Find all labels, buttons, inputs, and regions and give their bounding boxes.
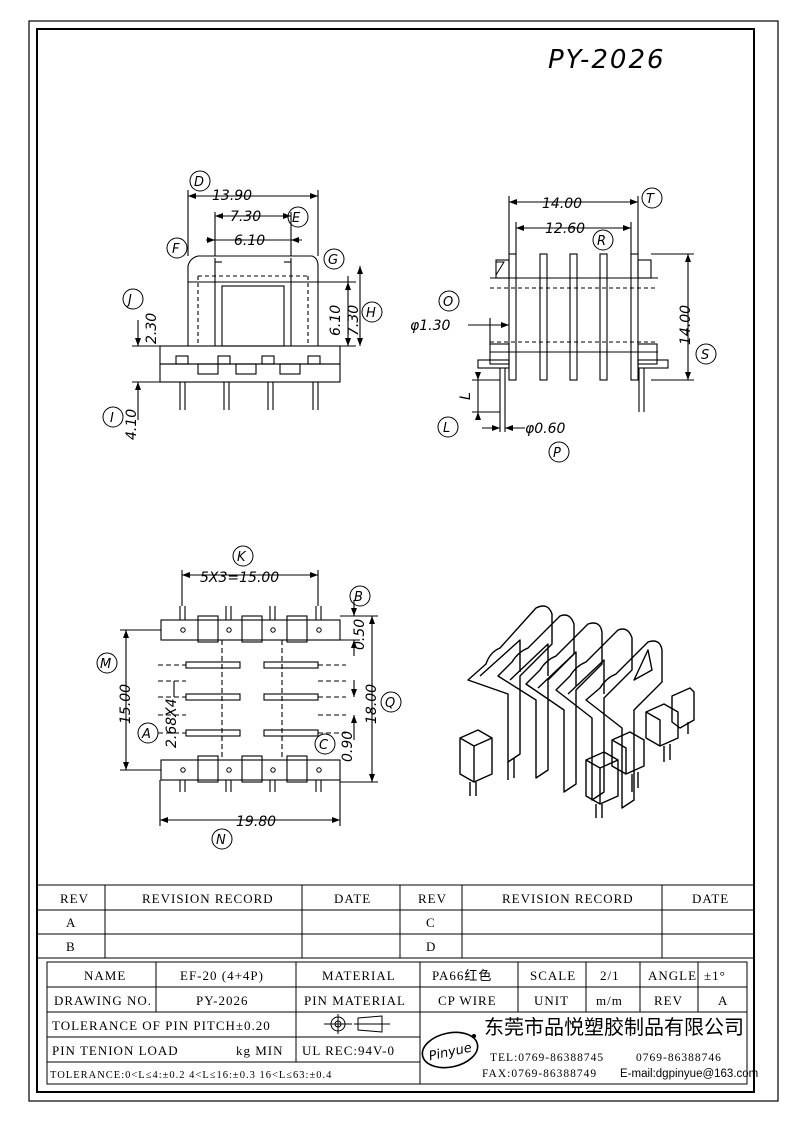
svg-text:I: I bbox=[110, 411, 114, 426]
front-view bbox=[132, 190, 361, 420]
svg-text:F: F bbox=[172, 242, 180, 257]
svg-text:G: G bbox=[328, 253, 338, 268]
dim-6-10-right: 6.10 bbox=[328, 305, 344, 336]
tolerance-pin-pitch: TOLERANCE OF PIN PITCH±0.20 bbox=[52, 1018, 271, 1033]
date-header-right: DATE bbox=[692, 891, 729, 906]
drawing-no-label: DRAWING NO. bbox=[54, 993, 152, 1008]
revision-table-text: REV REVISION RECORD DATE REV REVISION RE… bbox=[60, 891, 729, 954]
angle-label: ANGLE bbox=[648, 968, 697, 983]
material-value: PA66红色 bbox=[432, 968, 492, 983]
side-callouts: T R O S L P bbox=[437, 187, 717, 463]
svg-text:M: M bbox=[100, 657, 111, 672]
dim-19-80: 19.80 bbox=[236, 814, 276, 830]
dim-0-50: 0.50 bbox=[352, 619, 368, 650]
dim-2-30: 2.30 bbox=[144, 313, 160, 344]
dim-18-00: 18.00 bbox=[364, 684, 380, 724]
pin-material-label: PIN MATERIAL bbox=[304, 993, 406, 1008]
unit-value: m/m bbox=[596, 993, 623, 1008]
dim-13-90: 13.90 bbox=[212, 188, 252, 204]
dim-14-00-vertical: 14.00 bbox=[678, 305, 694, 345]
dim-6-10: 6.10 bbox=[234, 233, 265, 249]
company-tel-2: 0769-86388746 bbox=[636, 1052, 722, 1064]
dim-12-60: 12.60 bbox=[545, 221, 585, 237]
side-view-arrows bbox=[475, 199, 691, 431]
date-header-left: DATE bbox=[334, 891, 371, 906]
title-block bbox=[46, 961, 748, 1085]
bottom-view-arrows bbox=[123, 572, 375, 823]
name-label: NAME bbox=[84, 968, 126, 983]
scale-label: SCALE bbox=[530, 968, 576, 983]
svg-text:P: P bbox=[553, 446, 561, 461]
svg-text:C: C bbox=[319, 738, 329, 753]
scale-value: 2/1 bbox=[600, 968, 620, 983]
dim-14-00: 14.00 bbox=[542, 196, 582, 212]
company-fax: FAX:0769-86388749 bbox=[482, 1068, 597, 1080]
dim-l: L bbox=[458, 392, 474, 400]
svg-text:O: O bbox=[443, 295, 453, 310]
bottom-view-holes bbox=[180, 627, 322, 773]
inner-border bbox=[36, 28, 755, 1093]
svg-text:L: L bbox=[443, 421, 450, 436]
tolerance-general: TOLERANCE:0<L≤4:±0.2 4<L≤16:±0.3 16<L≤63… bbox=[50, 1070, 332, 1081]
dim-hole-1-30: φ1.30 bbox=[410, 318, 451, 334]
svg-text:Q: Q bbox=[385, 696, 395, 711]
svg-text:E: E bbox=[292, 211, 301, 226]
isometric-view bbox=[459, 605, 695, 818]
rev-header-left: REV bbox=[60, 891, 89, 906]
outer-border bbox=[28, 20, 779, 1102]
dim-pitch: 5X3=15.00 bbox=[200, 570, 279, 586]
svg-text:N: N bbox=[216, 833, 226, 848]
rev-d: D bbox=[426, 939, 436, 954]
svg-text:R: R bbox=[597, 234, 606, 249]
rev-header-right: REV bbox=[418, 891, 447, 906]
revision-table bbox=[37, 884, 754, 959]
unit-label: UNIT bbox=[534, 993, 569, 1008]
rev-c: C bbox=[426, 915, 436, 930]
front-view-arrows bbox=[135, 193, 363, 390]
dim-15-00: 15.00 bbox=[118, 684, 134, 724]
drawing-no-value: PY-2026 bbox=[196, 993, 249, 1008]
projection-symbol-icon bbox=[324, 1014, 390, 1034]
svg-text:T: T bbox=[646, 192, 655, 207]
bottom-view bbox=[120, 570, 378, 826]
company-email: E-mail:dgpinyue@163.com bbox=[620, 1068, 758, 1080]
svg-text:H: H bbox=[366, 306, 376, 321]
title-block-text: NAME EF-20 (4+4P) MATERIAL PA66红色 SCALE … bbox=[50, 968, 758, 1081]
logo-text: Pinyue bbox=[427, 1041, 473, 1065]
pin1-marker bbox=[495, 261, 505, 277]
company-logo: Pinyue bbox=[421, 1031, 479, 1069]
company-name: 东莞市品悦塑胶制品有限公司 bbox=[484, 1015, 744, 1039]
rev-label: REV bbox=[654, 993, 683, 1008]
material-label: MATERIAL bbox=[322, 968, 396, 983]
rev-b: B bbox=[66, 939, 76, 954]
bottom-callouts: K B M Q A C N bbox=[96, 545, 402, 850]
pin-tension-label: PIN TENION LOAD bbox=[52, 1043, 179, 1058]
angle-value: ±1° bbox=[704, 968, 726, 983]
svg-text:S: S bbox=[701, 348, 709, 363]
pin-tension-unit: kg MIN bbox=[236, 1043, 284, 1058]
dim-2-68x4: 2.68X4 bbox=[164, 698, 180, 748]
svg-text:D: D bbox=[194, 175, 204, 190]
front-callouts: D E F G J H I bbox=[102, 170, 383, 428]
revision-record-header-left: REVISION RECORD bbox=[142, 891, 274, 906]
dim-7-30: 7.30 bbox=[230, 209, 261, 225]
rev-value: A bbox=[718, 993, 728, 1008]
svg-text:K: K bbox=[237, 550, 247, 565]
dim-pin-0-60: φ0.60 bbox=[525, 421, 566, 437]
pin-material-value: CP WIRE bbox=[438, 993, 497, 1008]
svg-text:A: A bbox=[141, 727, 151, 742]
ul-rec: UL REC:94V-0 bbox=[302, 1043, 395, 1058]
svg-text:B: B bbox=[354, 590, 363, 605]
dim-4-10: 4.10 bbox=[124, 409, 140, 440]
dim-0-90: 0.90 bbox=[340, 731, 356, 762]
svg-text:J: J bbox=[125, 293, 132, 308]
revision-record-header-right: REVISION RECORD bbox=[502, 891, 634, 906]
dim-7-30-right: 7.30 bbox=[346, 305, 362, 336]
side-view bbox=[468, 196, 694, 432]
rev-a: A bbox=[66, 915, 76, 930]
part-number: PY-2026 bbox=[548, 45, 666, 75]
company-tel: TEL:0769-86388745 bbox=[490, 1052, 604, 1064]
name-value: EF-20 (4+4P) bbox=[180, 968, 264, 983]
